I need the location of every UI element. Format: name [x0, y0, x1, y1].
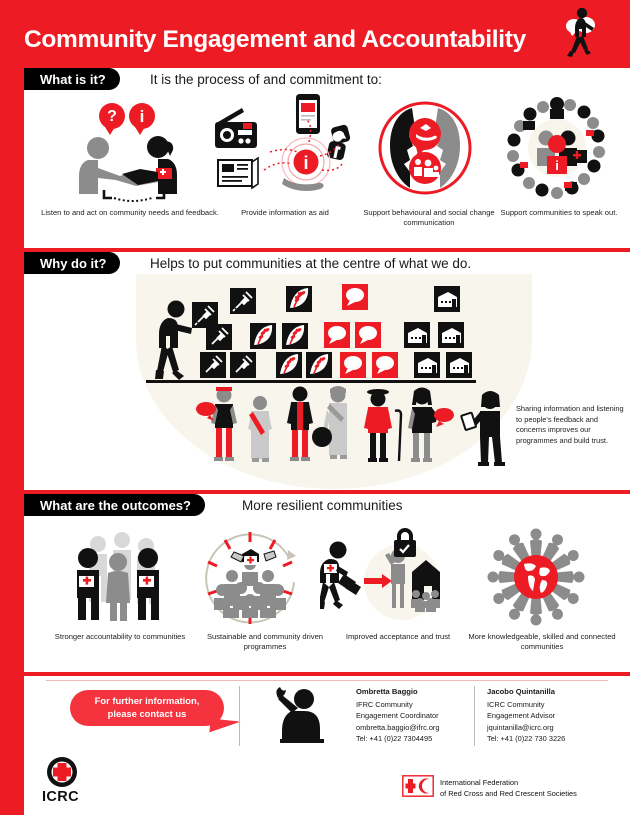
section-why-do-it: Why do it? Helps to put communities at t…	[24, 252, 630, 490]
block-speech-bubble	[342, 284, 368, 310]
subtitle-what-is-it: It is the process of and commitment to:	[150, 71, 382, 87]
section-outcomes: What are the outcomes? More resilient co…	[24, 494, 630, 672]
block-wheat	[276, 352, 302, 378]
ifrc-line-2: of Red Cross and Red Crescent Societies	[440, 788, 577, 798]
block-wheat	[286, 286, 312, 312]
block-shelter	[446, 352, 472, 378]
block-syringe	[230, 288, 256, 314]
contact-tel: Tel: +41 (0)22 730 3226	[487, 734, 566, 744]
ground-line	[146, 380, 476, 383]
caption-speak-out: Support communities to speak out.	[500, 208, 618, 217]
aid-worker-acceptance-lock-house-icon	[317, 524, 446, 628]
page-title: Community Engagement and Accountability	[24, 26, 526, 53]
tab-outcomes: What are the outcomes?	[24, 494, 205, 516]
community-people-row	[196, 385, 526, 467]
walking-person-with-speech-bubbles-icon	[560, 4, 604, 60]
caption-behavioural-change: Support behavioural and social change co…	[363, 208, 495, 228]
tab-why-do-it: Why do it?	[24, 252, 121, 274]
caption-stronger-accountability: Stronger accountability to communities	[54, 632, 186, 641]
block-speech-bubble	[372, 352, 398, 378]
block-shelter	[434, 286, 460, 312]
svg-text:i: i	[555, 158, 559, 173]
community-crowd-sunburst-icon	[196, 528, 304, 628]
ifrc-line-1: International Federation	[440, 778, 519, 787]
contact-role: Engagement Coordinator	[356, 711, 439, 721]
caption-provide-information: Provide information as aid	[241, 208, 329, 217]
contact-name: Jacobo Quintanilla	[487, 687, 555, 696]
block-shelter	[438, 322, 464, 348]
block-wheat	[306, 352, 332, 378]
tab-what-is-it: What is it?	[24, 68, 120, 90]
icrc-logo-label: ICRC	[42, 789, 80, 805]
caption-improved-acceptance: Improved acceptance and trust	[345, 632, 451, 641]
icrc-red-cross-seal-icon	[44, 756, 80, 790]
block-syringe	[230, 352, 256, 378]
contact-org: ICRC Community	[487, 699, 545, 709]
caption-sustainable-programmes: Sustainable and community driven program…	[206, 632, 324, 652]
contact-us-bubble: For further information, please contact …	[70, 690, 224, 726]
footer-divider	[46, 680, 608, 681]
person-raising-hand-icon	[262, 682, 328, 744]
globe-connected-people-icon	[476, 524, 596, 630]
contact-divider-1	[239, 686, 240, 746]
two-faces-dialogue-circle-icon	[372, 98, 478, 202]
bubble-tail	[209, 718, 241, 736]
block-wheat	[282, 323, 308, 349]
group-of-people-accountability-icon	[60, 530, 176, 626]
why-note-text: Sharing information and listening to peo…	[516, 404, 624, 445]
section-what-is-it: What is it? It is the process of and com…	[24, 68, 630, 248]
worker-stacking-blocks-icon	[154, 300, 196, 384]
block-syringe	[192, 302, 218, 328]
svg-text:i: i	[303, 153, 308, 173]
ifrc-cross-crescent-icon	[402, 775, 434, 797]
block-shelter	[404, 322, 430, 348]
handshake-question-info-icon: ? i	[60, 102, 200, 202]
contact-org: IFRC Community	[356, 699, 413, 709]
contact-tel: Tel: +41 (0)22 7304495	[356, 734, 433, 744]
block-speech-bubble	[355, 322, 381, 348]
subtitle-outcomes: More resilient communities	[242, 497, 403, 513]
block-speech-bubble	[340, 352, 366, 378]
page-header: Community Engagement and Accountability	[0, 0, 630, 62]
contact-role: Engagement Advisor	[487, 711, 556, 721]
bubble-line-1: For further information,	[94, 695, 200, 707]
subtitle-why-do-it: Helps to put communities at the centre o…	[150, 255, 472, 271]
block-syringe	[200, 352, 226, 378]
caption-knowledgeable-communities: More knowledgeable, skilled and connecte…	[468, 632, 616, 652]
contact-divider-2	[474, 686, 475, 746]
bubble-line-2: please contact us	[107, 708, 187, 719]
block-shelter	[414, 352, 440, 378]
contact-email[interactable]: ombretta.baggio@ifrc.org	[356, 722, 440, 732]
block-syringe	[206, 324, 232, 350]
svg-text:?: ?	[107, 108, 117, 125]
contact-name: Ombretta Baggio	[356, 687, 418, 696]
information-as-aid-hand-icon: i	[210, 90, 360, 202]
ifrc-logo-text: International Federation of Red Cross an…	[440, 778, 577, 799]
svg-text:i: i	[140, 107, 145, 126]
contact-card-ombretta: Ombretta Baggio IFRC Community Engagemen…	[356, 686, 471, 745]
contact-card-jacobo: Jacobo Quintanilla ICRC Community Engage…	[487, 686, 612, 745]
block-wheat	[250, 323, 276, 349]
block-speech-bubble	[324, 322, 350, 348]
section-footer: For further information, please contact …	[24, 676, 630, 815]
community-speak-out-icon: i	[502, 96, 612, 202]
contact-email[interactable]: jquintanilla@icrc.org	[487, 722, 554, 732]
caption-listen-act: Listen to and act on community needs and…	[41, 208, 219, 217]
